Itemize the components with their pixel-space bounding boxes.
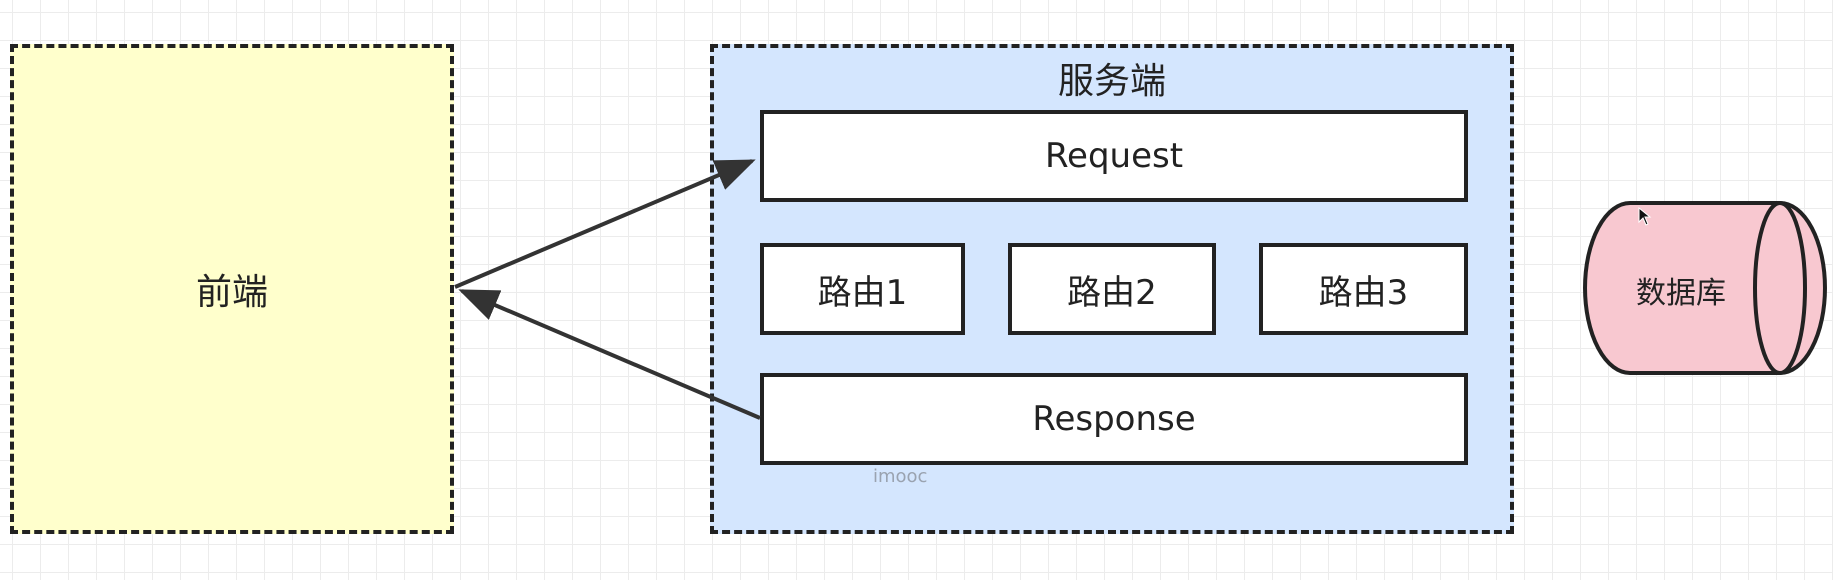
request-label: Request [1044, 136, 1184, 176]
route-1-label: 路由1 [817, 272, 908, 313]
response-box: Response [760, 373, 1468, 465]
frontend-container: 前端 [10, 44, 454, 534]
route-2-box: 路由2 [1008, 243, 1216, 335]
response-label: Response [1032, 399, 1196, 439]
frontend-label: 前端 [195, 272, 268, 313]
response-arrow [458, 289, 761, 420]
route-3-box: 路由3 [1259, 243, 1468, 335]
watermark: imooc [873, 466, 928, 487]
route-1-box: 路由1 [760, 243, 965, 335]
request-box: Request [760, 110, 1468, 202]
database-cylinder[interactable] [1580, 200, 1830, 380]
server-title: 服务端 [1057, 61, 1166, 102]
database-cap [1753, 201, 1807, 375]
mouse-cursor-icon [1638, 207, 1652, 226]
database-label: 数据库 [1636, 276, 1726, 311]
route-3-label: 路由3 [1318, 272, 1409, 313]
request-arrow [454, 159, 756, 289]
route-2-label: 路由2 [1067, 272, 1157, 313]
